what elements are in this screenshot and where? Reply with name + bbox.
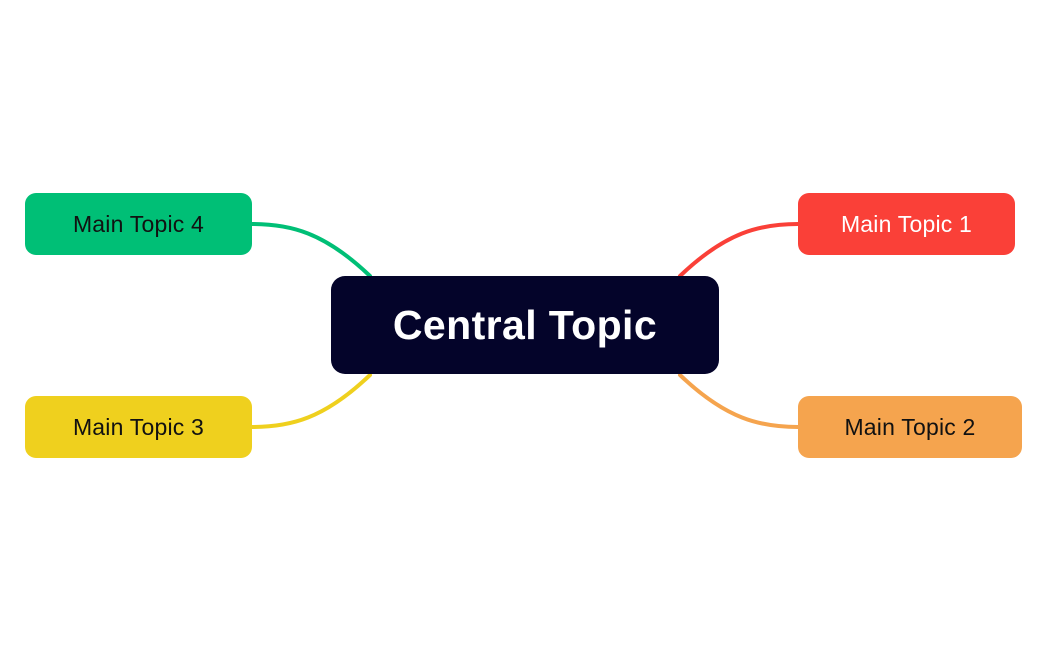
node-label-topic-3: Main Topic 3 bbox=[72, 413, 205, 440]
connector-topic-2 bbox=[678, 373, 800, 429]
node-label-topic-2: Main Topic 2 bbox=[844, 413, 976, 440]
mind-map-node-topic-2[interactable]: Main Topic 2 bbox=[798, 396, 1022, 458]
mind-map-node-topic-3[interactable]: Main Topic 3 bbox=[25, 396, 252, 458]
mind-map-node-topic-1[interactable]: Main Topic 1 bbox=[798, 193, 1015, 255]
node-label-central: Central Topic bbox=[392, 301, 658, 348]
node-label-topic-1: Main Topic 1 bbox=[840, 210, 973, 237]
mind-map-node-topic-4[interactable]: Main Topic 4 bbox=[25, 193, 252, 255]
connector-topic-4 bbox=[250, 222, 372, 278]
node-label-topic-4: Main Topic 4 bbox=[72, 210, 205, 237]
mind-map-node-central[interactable]: Central Topic bbox=[331, 276, 719, 374]
connector-topic-1 bbox=[678, 222, 800, 278]
connector-topic-3 bbox=[250, 373, 372, 429]
